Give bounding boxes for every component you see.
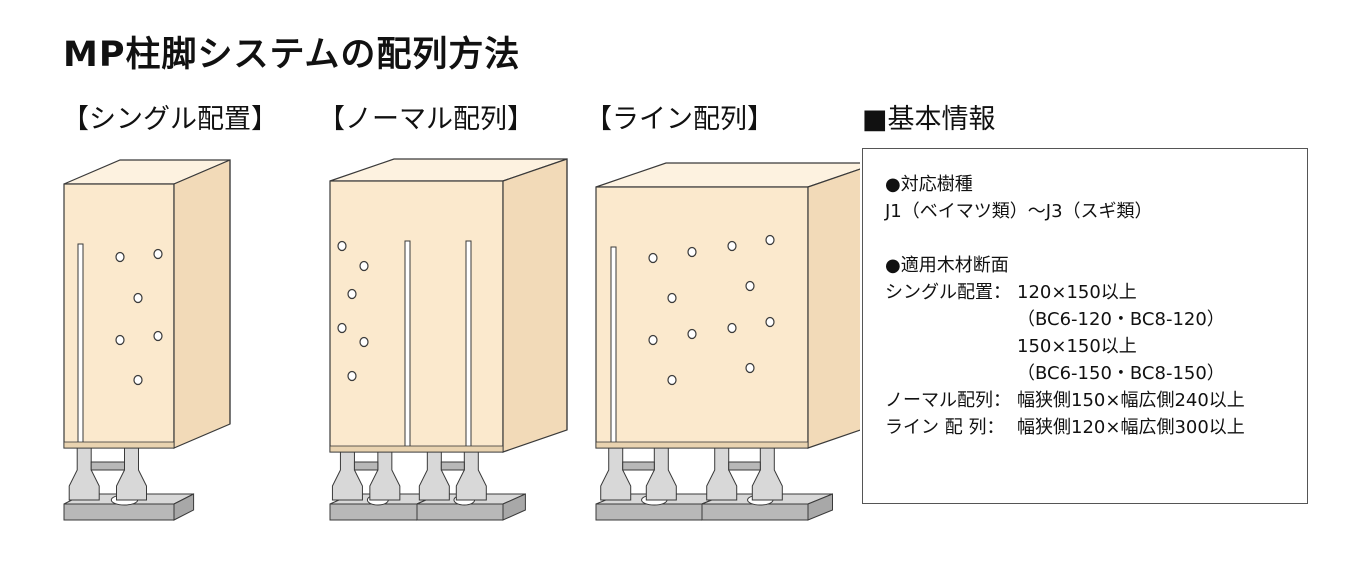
species-heading: ●対応樹種 <box>885 174 973 195</box>
column-front-face <box>595 186 809 449</box>
line-row: ライン 配 列： 幅狭側120×幅広側300以上 <box>885 414 1307 441</box>
pin-hole <box>337 240 347 252</box>
base-rib <box>68 447 100 501</box>
single-line4: （BC6-150・BC8-150） <box>1017 363 1225 384</box>
label-single-layout: 【シングル配置】 <box>62 104 278 135</box>
plate-slot <box>77 243 84 449</box>
pin-hole <box>133 374 143 386</box>
pin-hole <box>115 251 125 263</box>
base-rib <box>369 451 401 501</box>
pin-hole <box>153 330 163 342</box>
base-hardware <box>701 447 833 521</box>
column-figure-line <box>595 162 860 521</box>
pin-hole <box>727 322 737 334</box>
base-plate-side <box>502 493 526 521</box>
pin-hole <box>745 362 755 374</box>
column-side-face <box>173 159 231 449</box>
column-bottom-strip <box>63 441 175 449</box>
section-heading: ●適用木材断面 <box>885 255 1009 276</box>
plate-slot <box>610 246 617 449</box>
pin-hole <box>648 334 658 346</box>
page-title: MP柱脚システムの配列方法 <box>63 35 521 75</box>
base-plate-front <box>595 503 703 521</box>
base-rib <box>645 447 677 501</box>
column-side-face <box>502 158 568 453</box>
label-line-layout: 【ライン配列】 <box>585 104 774 135</box>
plate-slot <box>404 240 411 453</box>
normal-value: 幅狭側150×幅広側240以上 <box>1017 390 1245 411</box>
pin-hole <box>347 288 357 300</box>
pin-hole <box>337 322 347 334</box>
base-plate-side <box>173 493 195 521</box>
base-web <box>728 461 761 471</box>
column-front-face <box>329 180 504 453</box>
normal-term: ノーマル配列： <box>885 390 1011 411</box>
base-rib <box>751 447 783 501</box>
base-rib <box>706 447 738 501</box>
base-web <box>440 461 465 471</box>
column-figure-single <box>63 159 231 521</box>
column-bottom-strip <box>595 441 809 449</box>
pin-hole <box>745 280 755 292</box>
pin-hole <box>667 292 677 304</box>
base-web <box>353 461 379 471</box>
base-web <box>622 461 655 471</box>
base-plate-front <box>701 503 809 521</box>
single-term: シングル配置： <box>885 282 1011 303</box>
pin-hole <box>667 374 677 386</box>
base-rib <box>116 447 147 501</box>
base-plate-front <box>329 503 418 521</box>
base-rib <box>455 451 487 501</box>
line-value: 幅狭側120×幅広側300以上 <box>1017 417 1245 438</box>
pin-hole <box>359 336 369 348</box>
base-rib <box>418 451 450 501</box>
pin-hole <box>648 252 658 264</box>
info-box: ●対応樹種 J1（ベイマツ類）〜J3（スギ類） ●適用木材断面 シングル配置： … <box>862 148 1308 504</box>
pin-hole <box>765 234 775 246</box>
line-term: ライン 配 列： <box>885 417 1005 438</box>
column-side-face <box>807 168 860 449</box>
base-rib <box>331 451 363 501</box>
pin-hole <box>765 316 775 328</box>
single-row: シングル配置： 120×150以上 <box>885 279 1307 306</box>
column-figure-normal <box>329 158 568 521</box>
info-heading: ■基本情報 <box>862 104 996 135</box>
single-line2: （BC6-120・BC8-120） <box>1017 309 1225 330</box>
normal-row: ノーマル配列： 幅狭側150×幅広側240以上 <box>885 387 1307 414</box>
single-line3: 150×150以上 <box>1017 336 1137 357</box>
pin-hole <box>687 246 697 258</box>
pin-hole <box>153 248 163 260</box>
base-plate-front <box>63 503 175 521</box>
column-base-illustrations <box>63 158 860 521</box>
label-normal-layout: 【ノーマル配列】 <box>318 104 534 135</box>
single-line1: 120×150以上 <box>1017 282 1137 303</box>
pin-hole <box>115 334 125 346</box>
base-plate-front <box>416 503 504 521</box>
base-hardware <box>63 447 195 521</box>
pin-hole <box>359 260 369 272</box>
base-plate-side <box>807 493 833 521</box>
pin-hole <box>133 292 143 304</box>
pin-hole <box>347 370 357 382</box>
column-bottom-strip <box>329 445 504 453</box>
plate-slot <box>465 240 472 453</box>
species-value: J1（ベイマツ類）〜J3（スギ類） <box>885 201 1153 222</box>
base-rib <box>600 447 632 501</box>
pin-hole <box>727 240 737 252</box>
base-hardware <box>416 451 526 521</box>
pin-hole <box>687 328 697 340</box>
base-web <box>90 461 125 471</box>
